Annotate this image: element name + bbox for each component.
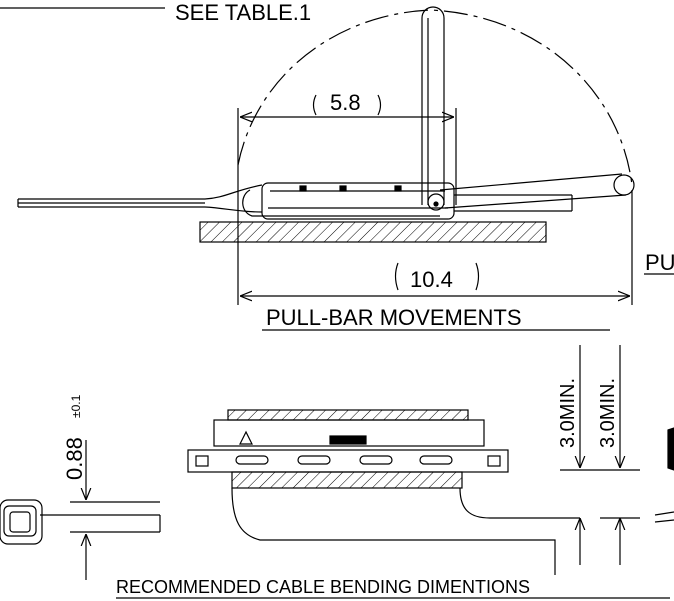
pcb-board	[199, 221, 547, 243]
pullbar-swing-arc	[237, 9, 633, 186]
thickness-dim-label: 0.88	[62, 437, 87, 480]
bend-min-right-label: 3.0MIN.	[597, 378, 619, 448]
bending-dims	[560, 345, 674, 565]
cut-label: PU	[645, 250, 674, 275]
pullbar-up	[421, 6, 445, 205]
thickness-detail	[0, 440, 161, 580]
dim-5-8	[237, 94, 457, 205]
pullbar-side-view	[0, 6, 674, 331]
bend-min-left-label: 3.0MIN.	[557, 378, 579, 448]
fpc-cable	[17, 184, 263, 213]
dim-10-4	[237, 190, 633, 305]
see-table-label: SEE TABLE.1	[175, 0, 311, 25]
thickness-tolerance-label: ±0.1	[69, 394, 83, 418]
connector-body	[242, 182, 573, 220]
dim-5-8-label: 5.8	[330, 90, 361, 115]
pullbar-movements-label: PULL-BAR MOVEMENTS	[266, 305, 522, 330]
recommended-bending-label: RECOMMENDED CABLE BENDING DIMENTIONS	[116, 577, 530, 597]
pullbar-extended	[439, 173, 635, 209]
dim-10-4-label: 10.4	[410, 267, 453, 292]
connector-front-view	[187, 409, 580, 575]
